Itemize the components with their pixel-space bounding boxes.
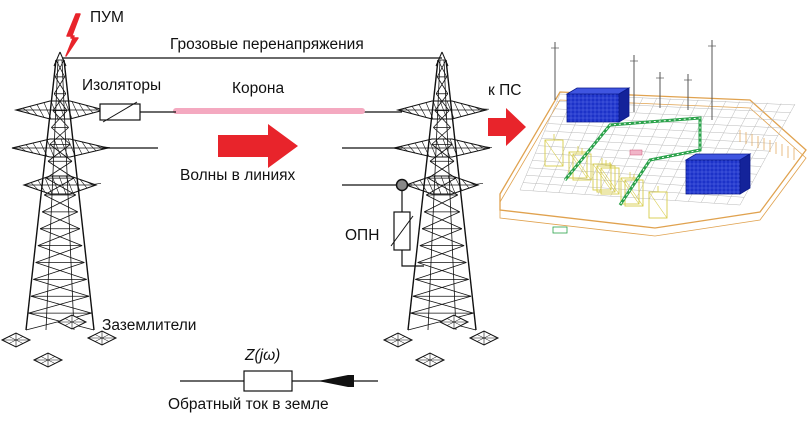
surge-arrester [391,180,424,267]
transmission-tower-left [2,52,116,367]
corona-label: Корона [232,81,284,97]
lightning-bolt-icon [66,14,80,56]
surge-arrester-label: ОПН [345,228,379,244]
insulators-label: Изоляторы [82,78,161,94]
lightning-label: ПУМ [90,10,124,26]
substation-arrow-icon [488,108,526,146]
to-substation-label: к ПС [488,83,521,99]
current-direction-arrow-icon [318,375,348,387]
return-current-path [180,371,378,391]
waves-label: Волны в линиях [180,168,295,184]
return-current-label: Обратный ток в земле [168,397,329,413]
overvoltage-label: Грозовые перенапряжения [170,37,364,53]
substation-3d-model [500,40,806,236]
transmission-tower-right [384,52,498,367]
impedance-label: Z(jω) [245,348,280,364]
insulator-symbol [100,102,176,122]
grounding-label: Заземлители [102,318,196,334]
wave-arrow-icon [218,124,298,168]
